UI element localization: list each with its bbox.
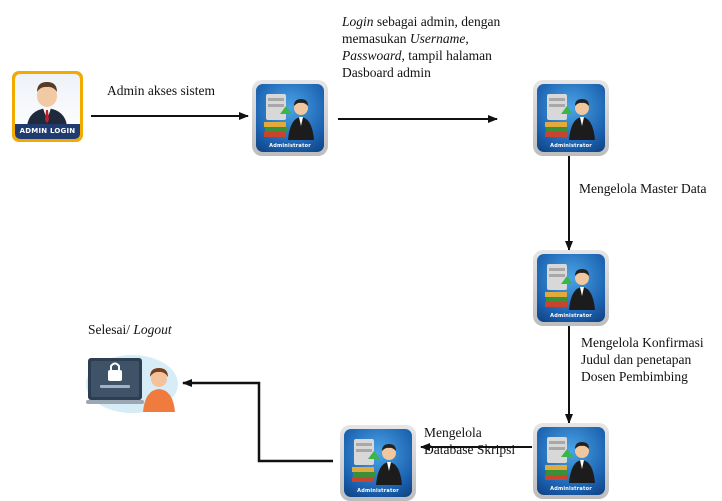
database-line: Mengelola bbox=[424, 425, 482, 440]
administrator-icon: Administrator bbox=[252, 80, 328, 156]
admin-login-banner: ADMIN LOGIN bbox=[15, 124, 80, 139]
administrator-icon: Administrator bbox=[533, 80, 609, 156]
login-text: , bbox=[465, 31, 469, 46]
konfirmasi-line: Mengelola Konfirmasi bbox=[581, 335, 704, 350]
administrator-icon: Administrator bbox=[533, 250, 609, 326]
username-text: Username bbox=[409, 31, 466, 46]
administrator-icon: Administrator bbox=[533, 423, 609, 499]
database-line: Database Skripsi bbox=[424, 442, 516, 457]
login-text: sebagai admin, dengan bbox=[373, 14, 501, 29]
login-text: Dasboard admin bbox=[342, 65, 431, 80]
konfirmasi-line: Dosen Pembimbing bbox=[581, 369, 688, 384]
login-text-italic: Login bbox=[342, 14, 374, 29]
step-label-akses: Admin akses sistem bbox=[107, 83, 215, 98]
password-text: Passwoard bbox=[342, 48, 402, 63]
login-text: memasukan bbox=[342, 31, 410, 46]
step-label-database: Mengelola Database Skripsi bbox=[424, 424, 515, 458]
login-text: , tampil halaman bbox=[401, 48, 492, 63]
logout-text: Selesai/ bbox=[88, 322, 134, 337]
logout-text-italic: Logout bbox=[133, 322, 172, 337]
administrator-caption: Administrator bbox=[269, 143, 311, 149]
administrator-caption: Administrator bbox=[550, 486, 592, 492]
step-label-master-data: Mengelola Master Data bbox=[579, 181, 707, 196]
step-label-logout: Selesai/ Logout bbox=[88, 321, 172, 338]
step-label-konfirmasi: Mengelola Konfirmasi Judul dan penetapan… bbox=[581, 334, 704, 385]
step-label-login: Login sebagai admin, dengan memasukan Us… bbox=[342, 13, 500, 81]
administrator-caption: Administrator bbox=[550, 313, 592, 319]
konfirmasi-line: Judul dan penetapan bbox=[581, 352, 692, 367]
logout-icon bbox=[86, 355, 178, 413]
administrator-caption: Administrator bbox=[550, 143, 592, 149]
arrow-admin5-to-logout bbox=[182, 379, 333, 463]
administrator-icon: Administrator bbox=[340, 425, 416, 501]
administrator-caption: Administrator bbox=[357, 488, 399, 494]
admin-login-icon: ADMIN LOGIN bbox=[12, 71, 83, 142]
